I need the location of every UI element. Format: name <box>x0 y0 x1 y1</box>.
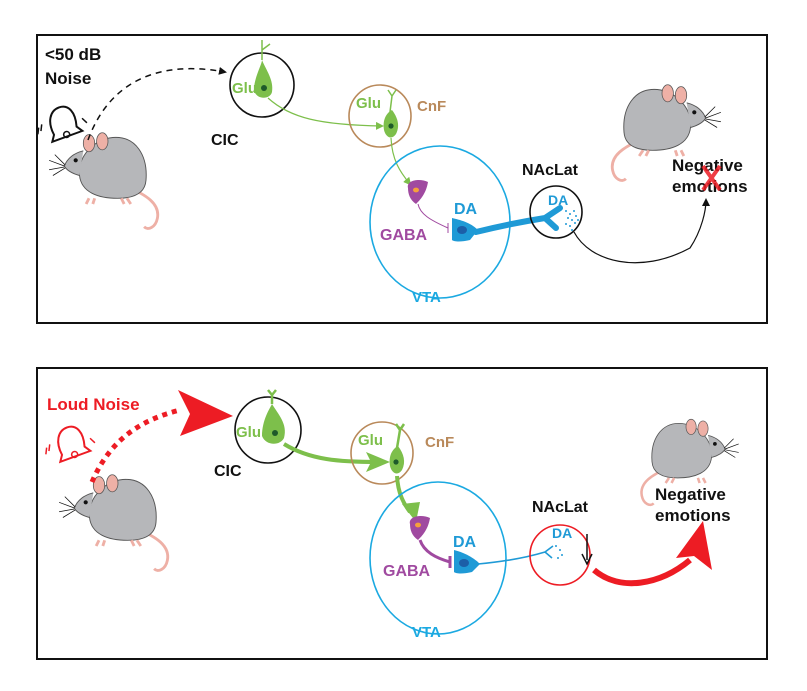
panel-frame <box>36 34 768 324</box>
mouse-icon <box>57 473 170 572</box>
stimulus-label-line1: <50 dB <box>45 45 101 64</box>
naclat-circle <box>529 524 591 586</box>
vta-da-label: DA <box>453 534 477 551</box>
da-projection-thick <box>473 205 563 235</box>
naclat-da-label: DA <box>548 192 568 208</box>
cic-to-cnf-projection <box>282 442 379 464</box>
vta-circle <box>369 481 507 635</box>
sound-arrow <box>87 66 227 141</box>
cic-region-label: CIC <box>214 463 242 480</box>
cnf-region-label: CnF <box>425 434 454 451</box>
cnf-circle <box>350 421 414 485</box>
cic-glu-neuron <box>262 404 285 444</box>
stimulus-label-line2: Noise <box>45 69 91 88</box>
outcome-label-line1: Negative <box>672 156 743 175</box>
sound-arrowhead <box>178 390 233 436</box>
naclat-to-emotion-arrow <box>573 198 710 264</box>
emotion-arrowhead <box>676 521 712 570</box>
cnf-neuron-label: Glu <box>358 432 383 449</box>
dopamine-release-dots <box>555 545 563 559</box>
naclat-to-emotion-arrow <box>592 557 692 587</box>
vta-gaba-neuron <box>409 516 430 540</box>
cross-icon <box>701 164 722 192</box>
bell-icon <box>30 99 91 148</box>
bell-icon <box>38 419 99 468</box>
vta-gaba-neuron <box>407 180 428 204</box>
vta-region-label: VTA <box>412 289 441 306</box>
sound-arrow <box>89 407 181 483</box>
down-arrow-icon <box>581 534 593 566</box>
naclat-region-label: NAcLat <box>532 499 589 516</box>
panel-quiet: <50 dB Noise Glu CIC Glu CnF GABA DA VTA <box>30 34 768 324</box>
cic-neuron-label: Glu <box>236 424 261 441</box>
cic-glu-neuron <box>254 60 273 98</box>
naclat-region-label: NAcLat <box>522 162 579 179</box>
panel-frame <box>36 367 768 660</box>
naclat-da-label: DA <box>552 525 572 541</box>
outcome-label-line2: emotions <box>655 506 731 525</box>
vta-circle <box>369 145 511 299</box>
cnf-neuron-label: Glu <box>356 95 381 112</box>
da-projection-thin <box>477 545 554 565</box>
vta-gaba-label: GABA <box>383 563 431 580</box>
vta-gaba-label: GABA <box>380 227 428 244</box>
cnf-to-vta-projection <box>390 137 412 186</box>
vta-region-label: VTA <box>412 624 441 641</box>
cnf-region-label: CnF <box>417 98 446 115</box>
stimulus-label: Loud Noise <box>47 395 140 414</box>
vta-da-label: DA <box>454 201 478 218</box>
cnf-circle <box>348 84 412 148</box>
cic-region-label: CIC <box>211 132 239 149</box>
cic-to-cnf-projection <box>267 97 384 130</box>
cic-circle <box>234 396 302 464</box>
panel-loud: Loud Noise Glu CIC Glu CnF GABA DA VTA <box>36 367 768 660</box>
dopamine-release-dots <box>565 210 579 231</box>
cic-neuron-label: Glu <box>232 80 257 97</box>
mouse-icon <box>47 131 160 230</box>
outcome-label-line2: emotions <box>672 177 748 196</box>
naclat-circle <box>529 185 583 239</box>
outcome-label-line1: Negative <box>655 485 726 504</box>
